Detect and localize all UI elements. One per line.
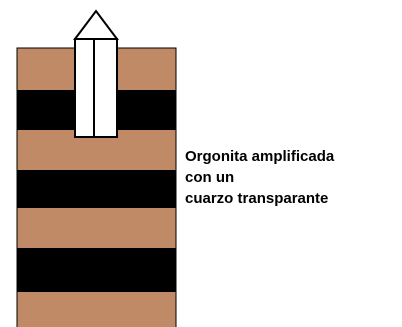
layer-copper-3 [17,208,176,248]
diagram-caption: Orgonita amplificada con un cuarzo trans… [185,146,400,209]
crystal-body [74,38,118,138]
caption-line-1: Orgonita amplificada [185,148,335,165]
quartz-crystal [73,9,119,138]
layer-resin-3 [17,248,176,292]
layer-copper-4 [17,292,176,327]
caption-line-2: con un [185,169,235,186]
caption-line-3: cuarzo transparante [185,190,329,207]
crystal-tip [73,9,119,40]
orgonite-body [16,47,177,327]
layer-resin-2 [17,170,176,208]
